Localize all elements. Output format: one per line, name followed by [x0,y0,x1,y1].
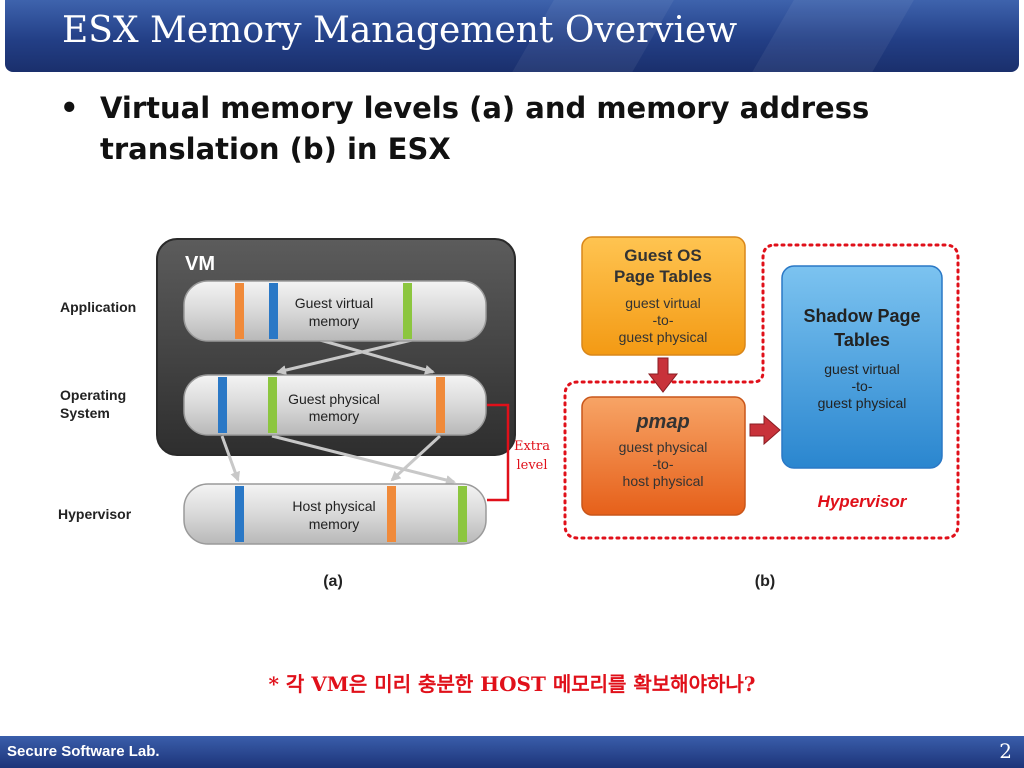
page-marker-orange [235,283,244,339]
bullet-point: • Virtual memory levels (a) and memory a… [60,88,900,170]
extra-level-bracket [487,403,510,502]
host-physical-label: memory [309,516,360,532]
mapping-arrow [271,434,456,485]
guest-virtual-label: Guest virtual [295,295,374,311]
page-marker-green [458,486,467,542]
down-arrow-icon [647,357,679,393]
host-physical-memory: Host physical memory [183,483,487,545]
guest-os-mapping: -to- [653,312,674,328]
title-bar: ESX Memory Management Overview [5,0,1019,72]
page-marker-green [403,283,412,339]
guest-os-title: Guest OS [624,246,701,265]
mapping-arrow [276,338,413,376]
guest-os-mapping: guest virtual [625,295,700,311]
bullet-text: Virtual memory levels (a) and memory add… [100,91,870,166]
pmap-mapping: host physical [623,473,704,489]
bullet-marker: • [60,91,79,125]
row-label-operating: Operating [60,387,126,403]
guest-os-page-tables: Guest OS Page Tables guest virtual -to- … [581,236,746,356]
guest-physical-label: memory [309,408,360,424]
extra-level-label: Extra [514,439,550,454]
guest-virtual-memory: Guest virtual memory [183,280,487,342]
guest-physical-memory: Guest physical memory [183,374,487,436]
pmap-box: pmap guest physical -to- host physical [581,396,746,516]
right-arrow-icon [749,414,781,446]
page-marker-blue [218,377,227,433]
shadow-page-tables: Shadow Page Tables guest virtual -to- gu… [781,265,943,469]
page-marker-green [268,377,277,433]
guest-os-title: Page Tables [614,267,712,286]
shadow-mapping: -to- [852,378,873,394]
mapping-arrow [220,435,240,482]
shadow-mapping: guest virtual [824,361,899,377]
vm-label: VM [185,253,215,275]
row-label-system: System [60,405,110,421]
pmap-mapping: guest physical [619,439,708,455]
hypervisor-label: Hypervisor [818,492,908,511]
page-marker-orange [387,486,396,542]
host-physical-label: Host physical [292,498,375,514]
footer-lab-name: Secure Software Lab. [7,743,160,760]
pmap-title: pmap [635,411,689,433]
pmap-mapping: -to- [653,456,674,472]
guest-os-mapping: guest physical [619,329,708,345]
shadow-title: Shadow Page [803,306,920,326]
page-marker-blue [235,486,244,542]
slide-number: 2 [999,739,1012,763]
caption-a: (a) [323,573,343,590]
guest-physical-label: Guest physical [288,391,380,407]
slide-title: ESX Memory Management Overview [62,10,738,51]
footer-bar: Secure Software Lab. 2 [0,736,1024,768]
row-label-hypervisor: Hypervisor [58,506,132,522]
shadow-title: Tables [834,330,890,350]
shadow-mapping: guest physical [818,395,907,411]
page-marker-blue [269,283,278,339]
extra-level-label: level [516,458,547,473]
caption-b: (b) [755,573,775,590]
note-text: * 각 VM은 미리 충분한 HOST 메모리를 확보해야하나? [268,672,756,696]
hypervisor-region [563,243,960,540]
row-label-application: Application [60,299,136,315]
guest-virtual-label: memory [309,313,360,329]
page-marker-orange [436,377,445,433]
mapping-arrow [390,434,442,482]
mapping-arrow [319,338,435,375]
